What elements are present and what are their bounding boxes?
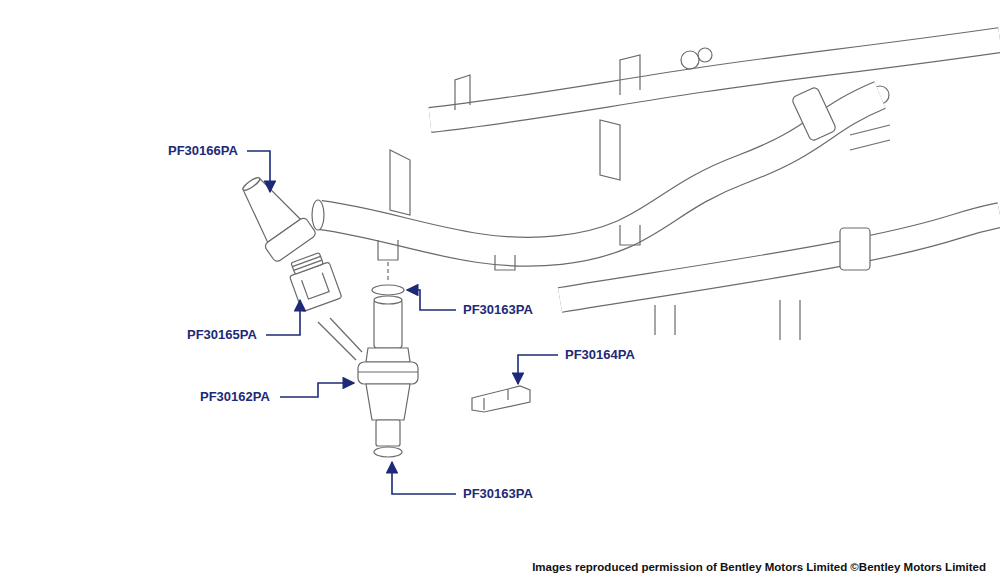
callout-number: PF30166PA — [168, 143, 238, 159]
leader-line — [518, 355, 558, 384]
leader-lines — [247, 151, 558, 494]
leader-line — [392, 462, 456, 494]
callout-number: PF30165PA — [187, 327, 257, 343]
leader-line — [247, 151, 270, 192]
callout-number: PF30163PA — [463, 486, 533, 502]
callout-number: PF30162PA — [200, 389, 270, 405]
callout-number: PF30164PA — [565, 347, 635, 363]
leader-line — [407, 290, 456, 310]
fuel-rail-drawing — [229, 40, 1000, 457]
leader-line — [266, 300, 300, 335]
copyright-note: Images reproduced permission of Bentley … — [532, 560, 986, 575]
leader-line — [280, 383, 354, 397]
callout-number: PF30163PA — [463, 302, 533, 318]
